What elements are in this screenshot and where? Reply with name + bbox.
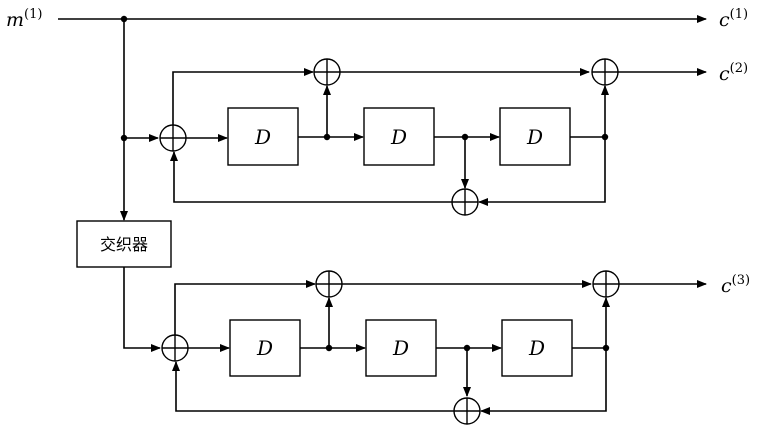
systematic-line — [58, 15, 707, 221]
interleaver: 交织器 — [76, 220, 172, 352]
output-label-3: c(3) — [721, 273, 750, 297]
output-3-symbol: c — [721, 275, 732, 297]
input-label: m(1) — [6, 7, 42, 31]
output-1-sup: (1) — [730, 7, 748, 22]
output-label-1: c(1) — [719, 7, 748, 31]
delay-2a-label: D — [256, 336, 273, 360]
output-label-2: c(2) — [719, 61, 748, 85]
delay-1a — [227, 107, 299, 166]
input-sup: (1) — [24, 7, 42, 22]
delay-2b — [365, 319, 437, 377]
output-2-symbol: c — [719, 63, 730, 85]
delay-1b — [363, 107, 435, 166]
delay-2b-label: D — [392, 336, 409, 360]
delay-1a-label: D — [254, 125, 271, 149]
output-1-symbol: c — [719, 9, 730, 31]
interleaver-label: 交织器 — [100, 235, 148, 254]
input-symbol: m — [6, 9, 24, 31]
delay-2c — [501, 319, 573, 377]
delay-1c-label: D — [526, 125, 543, 149]
output-3-sup: (3) — [732, 273, 750, 288]
encoder-1: D D D — [159, 58, 707, 216]
delay-1b-label: D — [390, 125, 407, 149]
output-2-sup: (2) — [730, 61, 748, 76]
wire-interleaver-to-encoder2 — [123, 267, 161, 352]
encoder-2: D D D — [161, 270, 707, 425]
interleaver-box — [76, 220, 172, 268]
delay-2c-label: D — [528, 336, 545, 360]
wire-ff-top-1 — [172, 68, 314, 125]
